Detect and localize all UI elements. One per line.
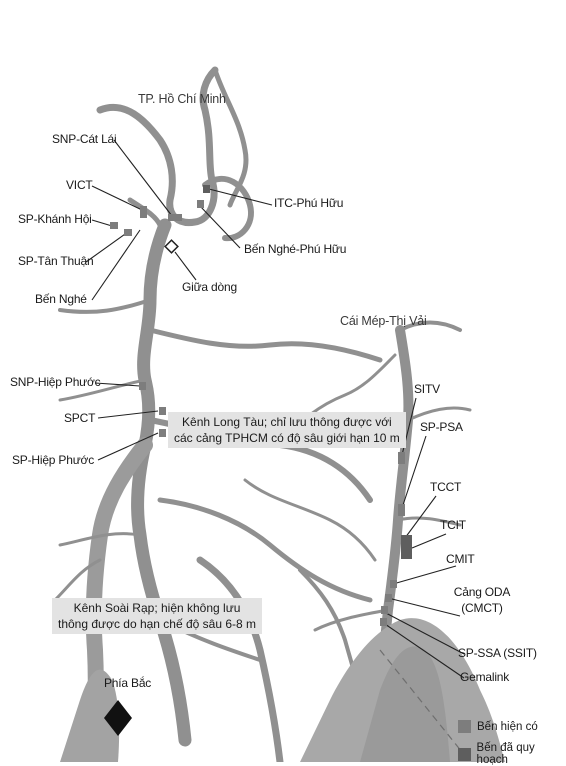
- marker-itc-phu-huu: [203, 185, 210, 193]
- label-tcit: TCIT: [440, 518, 466, 532]
- marker-sp-hiep-phuoc: [159, 429, 166, 437]
- label-itc-phu-huu: ITC-Phú Hữu: [274, 196, 344, 210]
- marker-sitv: [398, 452, 405, 464]
- label-cang-oda-line1: Cảng ODA: [453, 585, 511, 599]
- label-spct: SPCT: [64, 411, 96, 425]
- marker-giua-dong: [164, 239, 179, 254]
- marker-tcct: [401, 535, 412, 559]
- marker-spct: [159, 407, 166, 415]
- label-sp-khanh-hoi: SP-Khánh Hội: [18, 212, 92, 226]
- label-sitv: SITV: [414, 382, 440, 396]
- label-sp-ssa: SP-SSA (SSIT): [458, 646, 537, 660]
- label-cang-oda-line2: (CMCT): [461, 601, 503, 615]
- note-long-tau-line2: các cảng TPHCM có độ sâu giới hạn 10 m: [174, 431, 400, 445]
- marker-sp-psa: [398, 504, 405, 516]
- legend-existing-label: Bến hiện có: [477, 720, 538, 733]
- label-cang-oda: Cảng ODA (CMCT): [450, 584, 514, 616]
- label-sp-hiep-phuoc: SP-Hiệp Phước: [12, 453, 94, 467]
- note-soai-rap-line1: Kênh Soài Rạp; hiện không lưu: [73, 601, 241, 615]
- note-long-tau-line1: Kênh Long Tàu; chỉ lưu thông được với: [182, 415, 392, 429]
- note-soai-rap-line2: thông được do hạn chế độ sâu 6-8 m: [58, 617, 257, 631]
- label-giua-dong: Giữa dòng: [182, 280, 237, 294]
- label-gemalink: Gemalink: [460, 670, 510, 684]
- port-markers: [110, 185, 412, 626]
- note-long-tau: Kênh Long Tàu; chỉ lưu thông được với cá…: [168, 412, 406, 448]
- label-sp-psa: SP-PSA: [420, 420, 463, 434]
- label-cmit: CMIT: [446, 552, 475, 566]
- note-soai-rap: Kênh Soài Rạp; hiện không lưu thông được…: [52, 598, 263, 634]
- region-caimep: Cái Mép-Thị Vải: [340, 314, 427, 328]
- north-arrow-icon: [104, 700, 132, 736]
- label-tcct: TCCT: [430, 480, 462, 494]
- marker-cang-oda: [385, 594, 392, 602]
- marker-snp-cat-lai: [168, 214, 182, 221]
- marker-snp-hiep-phuoc: [139, 382, 146, 390]
- marker-sp-ssa: [381, 606, 388, 614]
- marker-gemalink: [380, 618, 387, 626]
- marker-vict: [140, 206, 147, 218]
- label-ben-nghe-phu-huu: Bến Nghé-Phú Hữu: [244, 242, 347, 256]
- marker-sp-khanh-hoi: [110, 222, 118, 229]
- label-snp-cat-lai: SNP-Cát Lái: [52, 132, 117, 146]
- region-hcm: TP. Hồ Chí Minh: [138, 92, 226, 106]
- marker-sp-tan-thuan: [124, 229, 132, 236]
- marker-cmit: [390, 580, 397, 588]
- legend-existing: Bến hiện có: [458, 720, 538, 733]
- compass-label: Phía Bắc: [104, 676, 152, 690]
- label-vict: VICT: [66, 178, 93, 192]
- legend-existing-swatch: [458, 720, 471, 733]
- label-sp-tan-thuan: SP-Tân Thuận: [18, 254, 94, 268]
- legend-planned-label: Bến đã quy hoạch: [476, 742, 535, 766]
- marker-ben-nghe-phu-huu: [197, 200, 204, 208]
- label-ben-nghe: Bến Nghé: [35, 292, 87, 306]
- label-snp-hiep-phuoc: SNP-Hiệp Phước: [10, 375, 101, 389]
- legend-planned-swatch: [458, 747, 471, 761]
- legend-planned: Bến đã quy hoạch: [458, 742, 566, 766]
